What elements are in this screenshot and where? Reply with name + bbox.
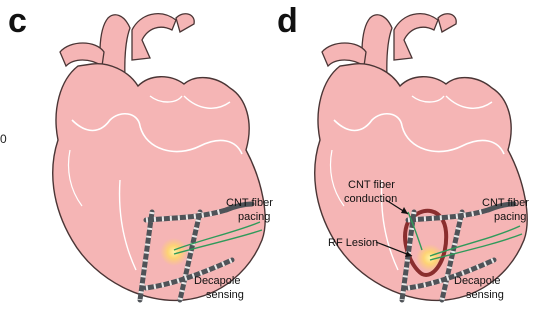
label-d-pacing-line2: pacing [494, 211, 526, 223]
label-d-sensing-line2: sensing [466, 289, 504, 301]
label-d-lesion: RF Lesion [328, 237, 378, 249]
label-d-conduction-line1: CNT fiber [348, 179, 395, 191]
label-c-pacing-line1: CNT fiber [226, 197, 273, 209]
label-d-sensing-line1: Decapole [454, 275, 500, 287]
heart-panel-c: CNT fiber pacing Decapole sensing [53, 14, 273, 301]
heart-panel-d: CNT fiber conduction RF Lesion CNT fiber… [315, 14, 529, 301]
label-d-conduction-line2: conduction [344, 193, 397, 205]
label-c-sensing-line2: sensing [206, 289, 244, 301]
label-c-pacing-line2: pacing [238, 211, 270, 223]
label-d-pacing-line1: CNT fiber [482, 197, 529, 209]
heart-illustration-c [53, 14, 265, 301]
label-c-sensing-line1: Decapole [194, 275, 240, 287]
